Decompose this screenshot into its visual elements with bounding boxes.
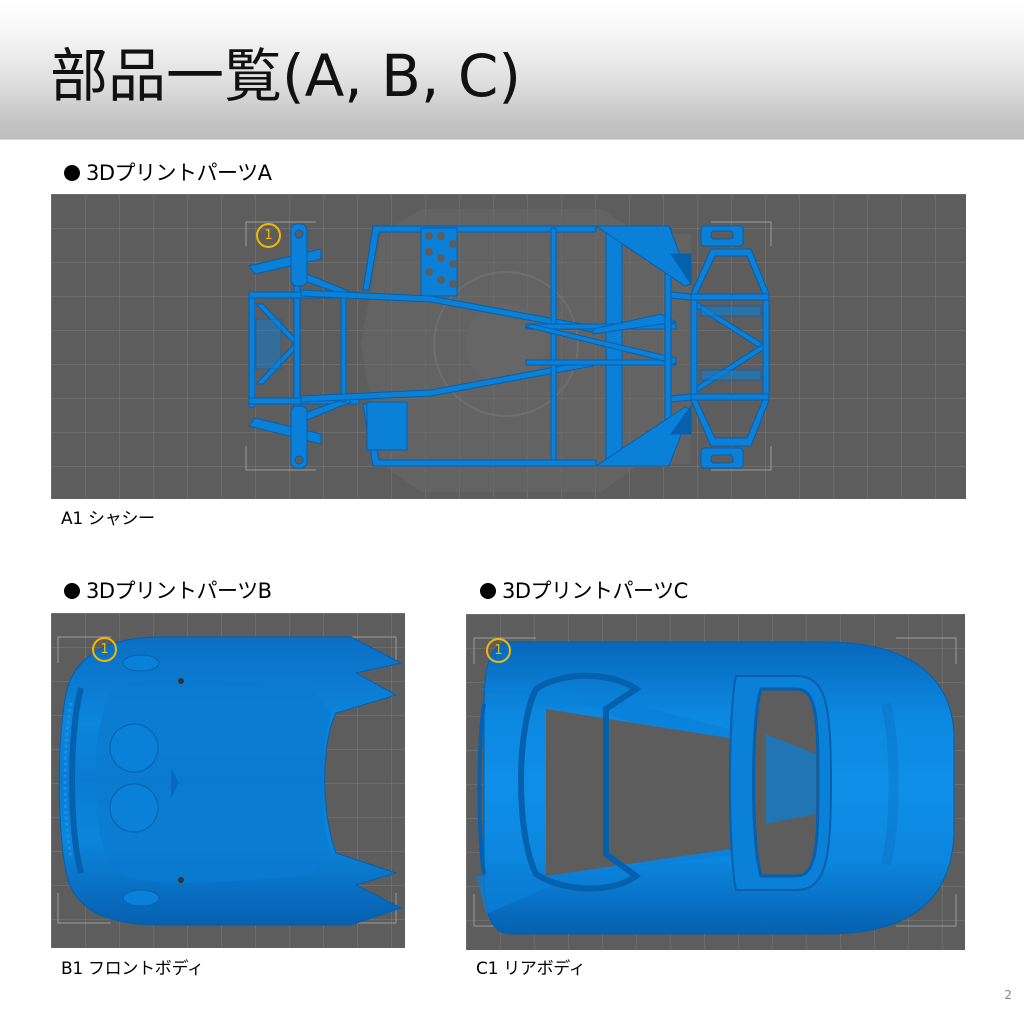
caption-b1: B1 フロントボディ (61, 959, 204, 979)
section-heading-a: 3DプリントパーツA (64, 160, 272, 186)
viewport-part-b1[interactable]: 1 (51, 613, 405, 948)
part-badge-c1: 1 (486, 638, 511, 663)
bullet-icon (480, 583, 496, 599)
section-heading-b-label: 3DプリントパーツB (86, 579, 272, 603)
caption-c1: C1 リアボディ (476, 959, 586, 979)
chassis-model-icon (245, 209, 772, 492)
viewport-part-c1[interactable]: 1 (466, 614, 965, 950)
bullet-icon (64, 165, 80, 181)
rear-body-model-icon (473, 637, 957, 935)
part-badge-b1: 1 (92, 637, 117, 662)
page-title: 部品一覧(A, B, C) (50, 42, 521, 110)
bullet-icon (64, 583, 80, 599)
front-body-model-icon (57, 636, 403, 926)
viewport-part-a1[interactable]: 1 (51, 194, 966, 499)
section-heading-b: 3DプリントパーツB (64, 578, 272, 604)
section-heading-a-label: 3DプリントパーツA (86, 161, 272, 185)
caption-a1: A1 シャシー (61, 509, 155, 529)
section-heading-c: 3DプリントパーツC (480, 578, 688, 604)
section-heading-c-label: 3DプリントパーツC (502, 579, 688, 603)
slide-header: 部品一覧(A, B, C) (0, 0, 1024, 140)
page-number: 2 (1004, 988, 1012, 1002)
part-badge-a1: 1 (256, 223, 281, 248)
